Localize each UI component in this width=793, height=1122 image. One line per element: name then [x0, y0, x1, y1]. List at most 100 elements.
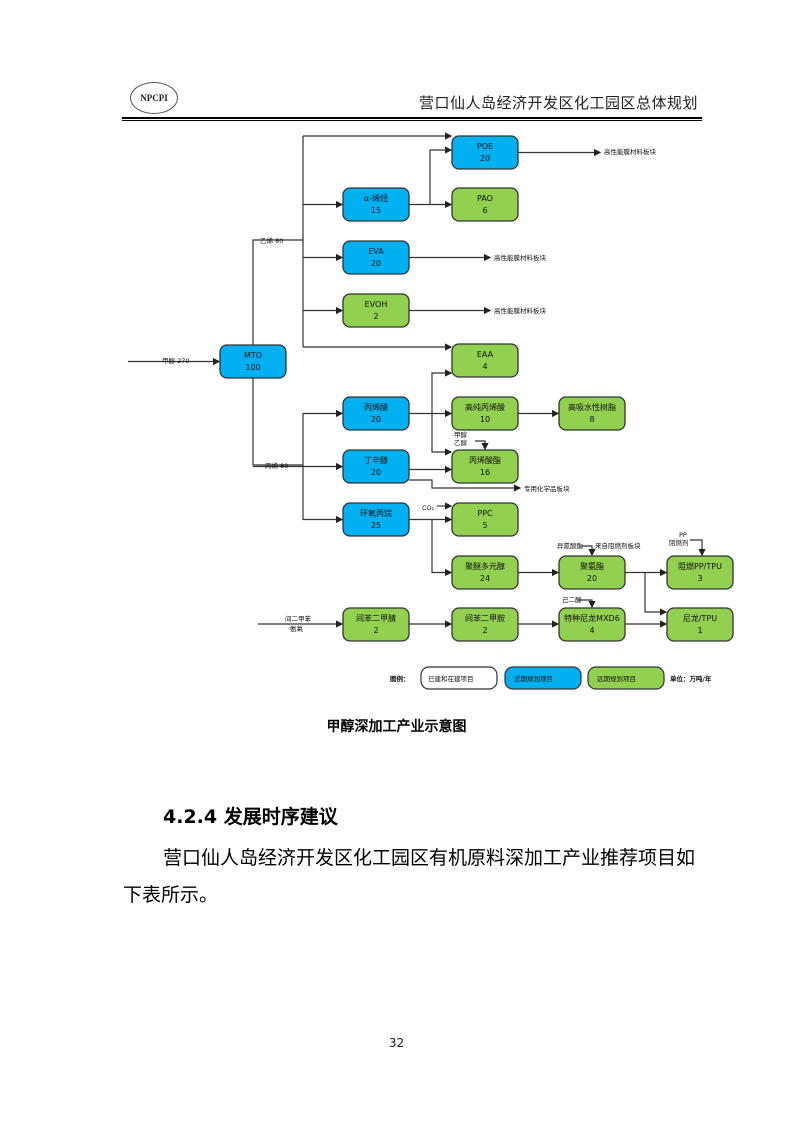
node-box — [342, 396, 410, 431]
node-value: 4 — [482, 362, 487, 371]
ethylene-label: 乙烯 80 — [260, 236, 283, 245]
node-value: 25 — [371, 521, 381, 530]
header-rule-thin — [122, 120, 702, 121]
node-value: 2 — [373, 626, 378, 635]
legend-existing-label: 已建和在建项目 — [428, 674, 474, 683]
node-name: 环氧丙烷 — [360, 508, 392, 518]
flow-line — [431, 369, 453, 414]
node-value: 16 — [480, 468, 490, 477]
node-box — [451, 135, 519, 170]
flow-line — [409, 479, 522, 492]
flow-line — [580, 545, 596, 557]
node-value: 8 — [589, 415, 594, 424]
node-value: 20 — [587, 574, 597, 583]
node-box — [451, 187, 519, 222]
header-rule — [122, 117, 702, 119]
node-value: 15 — [371, 206, 381, 215]
isocyanate-label: 异氰酸酯 — [557, 541, 584, 550]
legend-long-term-label: 远期规划项目 — [597, 674, 636, 683]
npcpi-logo: NPCPI — [130, 82, 178, 114]
node-box — [451, 449, 519, 484]
node-box — [558, 555, 626, 590]
legend-title: 图例： — [390, 674, 410, 683]
evoh-output-label: 高性能膜材料板块 — [494, 306, 547, 315]
node-eva: EVA 20 — [342, 240, 410, 275]
node-nylon: 尼龙/TPU 1 — [666, 607, 734, 642]
node-value: 20 — [371, 468, 381, 477]
legend-near-term-label: 近期规划项目 — [514, 674, 553, 683]
flow-line — [690, 539, 706, 557]
node-value: 20 — [371, 415, 381, 424]
node-value: 4 — [589, 626, 594, 635]
methanol-flow-diagram: MTO100α-烯烃15EVA20EVOH2POE20PAO6EAA4丙烯酸20… — [128, 132, 734, 690]
flow-line — [578, 599, 596, 609]
node-name: 尼龙/TPU — [683, 613, 717, 623]
node-acrylate: 丙烯酸酯 16 — [451, 449, 519, 484]
ammoxidation-label: 氨氧 — [290, 624, 304, 633]
node-name: 阻燃PP/TPU — [678, 561, 722, 571]
pp-label: PP — [679, 531, 687, 539]
node-acrylic: 丙烯酸 20 — [342, 396, 410, 431]
node-box — [451, 607, 519, 642]
flame-retardant-label: 阻燃剂 — [669, 538, 689, 547]
legend-swatch-existing — [420, 666, 498, 690]
poe-output-label: 高性能膜材料板块 — [604, 147, 657, 156]
specialty-output-label: 专用化学品板块 — [524, 484, 570, 493]
node-po: 环氧丙烷 25 — [342, 502, 410, 537]
node-pao: PAO 6 — [451, 187, 519, 222]
node-name: 丙烯酸 — [364, 402, 388, 412]
co2-label: CO₂ — [422, 504, 435, 512]
node-box — [451, 343, 519, 378]
node-aolefin: α-烯烃 15 — [342, 187, 410, 222]
section-heading: 4.2.4 发展时序建议 — [163, 806, 338, 828]
node-name: 聚醚多元醇 — [465, 561, 505, 571]
ethanol-feed-label: 乙醇 — [454, 438, 468, 447]
node-name: α-烯烃 — [364, 193, 388, 203]
node-value: 1 — [697, 626, 702, 635]
flow-line — [252, 239, 303, 345]
node-box — [342, 607, 410, 642]
mxylene-label: 间二甲苯 — [285, 614, 312, 623]
node-value: 6 — [482, 206, 487, 215]
flow-line — [475, 440, 489, 451]
node-name: EVA — [368, 247, 384, 256]
flow-line — [431, 413, 453, 456]
node-name: 聚氨酯 — [580, 561, 604, 571]
node-box — [342, 502, 410, 537]
page-header: NPCPI 营口仙人岛经济开发区化工园区总体规划 — [122, 82, 702, 118]
node-value: 10 — [480, 415, 490, 424]
node-box — [342, 293, 410, 328]
body-paragraph: 营口仙人岛经济开发区化工园区有机原料深加工产业推荐项目如下表所示。 — [123, 847, 696, 906]
node-name: 丁辛醇 — [364, 455, 388, 465]
node-name: 高吸水性树脂 — [568, 402, 616, 412]
node-name: PPC — [477, 509, 493, 518]
legend-swatch-long-term — [587, 666, 665, 690]
eva-output-label: 高性能膜材料板块 — [494, 253, 547, 262]
flow-line — [431, 519, 453, 577]
figure-caption: 甲醇深加工产业示意图 — [326, 719, 467, 735]
node-value: 20 — [480, 154, 490, 163]
flow-line — [644, 572, 668, 616]
adipic-acid-label: 己二酸 — [562, 595, 582, 604]
legend-swatch-near-term — [504, 666, 582, 690]
node-name: 丙烯酸酯 — [469, 455, 501, 465]
header-title: 营口仙人岛经济开发区化工园区总体规划 — [418, 94, 698, 112]
node-name: PAO — [477, 194, 493, 203]
node-name: 间苯二甲胺 — [465, 613, 505, 623]
node-name: MTO — [244, 351, 262, 360]
flame-retardant-source-label: 来自阻燃剂板块 — [595, 541, 641, 550]
legend: 图例：已建和在建项目近期规划项目远期规划项目单位：万吨/年 — [390, 666, 712, 690]
node-box — [342, 187, 410, 222]
node-box — [342, 240, 410, 275]
node-value: 20 — [371, 259, 381, 268]
node-value: 2 — [373, 312, 378, 321]
node-box — [666, 607, 734, 642]
node-name: POE — [477, 142, 493, 151]
